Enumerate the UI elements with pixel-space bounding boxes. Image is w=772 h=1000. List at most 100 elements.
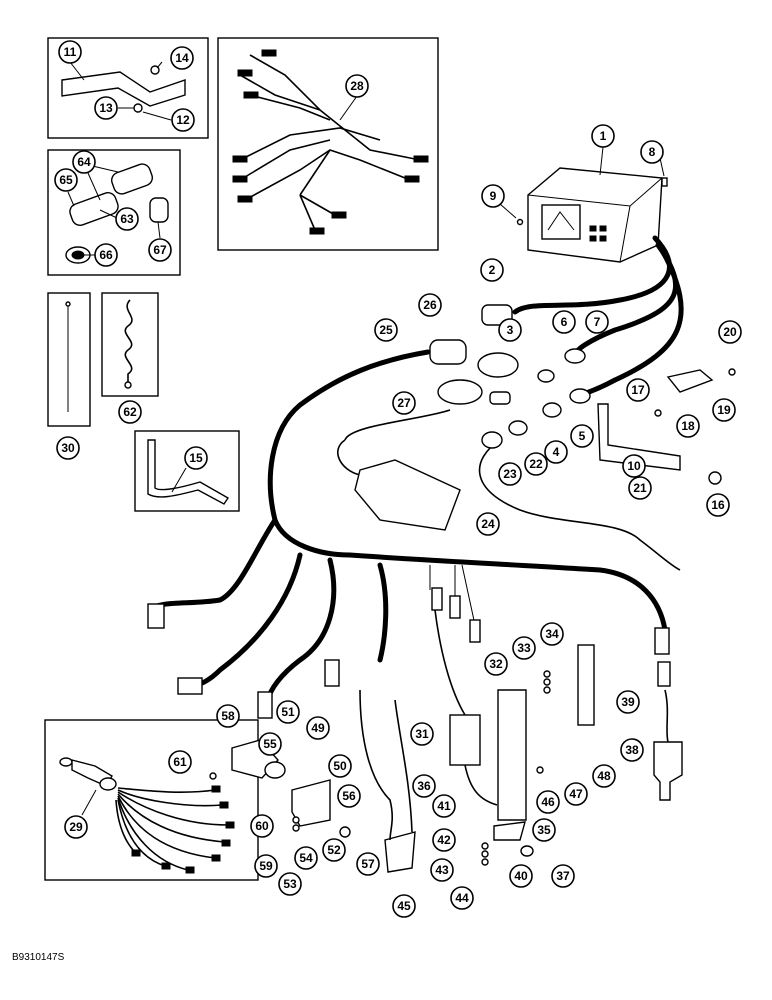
svg-text:13: 13 [99, 101, 113, 115]
callout-7: 7 [585, 310, 609, 334]
inset-connectors-63-67 [47, 149, 181, 276]
callout-58: 58 [216, 704, 240, 728]
callout-34: 34 [540, 622, 564, 646]
callout-2: 2 [480, 258, 504, 282]
callout-3: 3 [498, 318, 522, 342]
svg-text:36: 36 [417, 779, 431, 793]
svg-text:41: 41 [437, 799, 451, 813]
callout-61: 61 [168, 750, 192, 774]
svg-text:5: 5 [579, 429, 586, 443]
svg-text:47: 47 [569, 787, 583, 801]
callout-30: 30 [56, 436, 80, 460]
callout-38: 38 [620, 738, 644, 762]
svg-text:17: 17 [631, 383, 645, 397]
callout-18: 18 [676, 414, 700, 438]
svg-text:20: 20 [723, 325, 737, 339]
callout-24: 24 [476, 512, 500, 536]
callout-13: 13 [94, 96, 118, 120]
inset-cable-tie-30 [47, 292, 91, 427]
svg-text:15: 15 [189, 451, 203, 465]
callout-64: 64 [72, 150, 96, 174]
svg-text:40: 40 [514, 869, 528, 883]
svg-text:6: 6 [561, 315, 568, 329]
svg-text:57: 57 [361, 857, 375, 871]
svg-text:18: 18 [681, 419, 695, 433]
inset-harness-29 [44, 719, 259, 881]
svg-text:60: 60 [255, 819, 269, 833]
callout-31: 31 [410, 722, 434, 746]
svg-text:44: 44 [455, 891, 469, 905]
svg-text:25: 25 [379, 323, 393, 337]
callout-46: 46 [536, 790, 560, 814]
callout-33: 33 [512, 636, 536, 660]
svg-text:21: 21 [633, 481, 647, 495]
svg-text:1: 1 [600, 129, 607, 143]
svg-text:66: 66 [99, 248, 113, 262]
svg-text:14: 14 [175, 51, 189, 65]
callout-36: 36 [412, 774, 436, 798]
callout-60: 60 [250, 814, 274, 838]
callout-32: 32 [484, 652, 508, 676]
inset-bracket-15 [134, 430, 240, 512]
callout-62: 62 [118, 400, 142, 424]
svg-text:43: 43 [435, 863, 449, 877]
svg-text:2: 2 [489, 263, 496, 277]
callout-35: 35 [532, 818, 556, 842]
callout-19: 19 [712, 398, 736, 422]
svg-text:35: 35 [537, 823, 551, 837]
callout-52: 52 [322, 838, 346, 862]
svg-text:11: 11 [64, 45, 77, 59]
callout-19b-47: 47 [564, 782, 588, 806]
callout-40: 40 [509, 864, 533, 888]
svg-text:51: 51 [281, 705, 295, 719]
monitor-unit [499, 146, 668, 263]
svg-text:31: 31 [415, 727, 429, 741]
svg-text:19: 19 [717, 403, 731, 417]
svg-text:50: 50 [333, 759, 347, 773]
svg-text:64: 64 [77, 155, 91, 169]
callout-56: 56 [337, 784, 361, 808]
svg-text:37: 37 [556, 869, 570, 883]
callout-54: 54 [294, 846, 318, 870]
svg-text:45: 45 [397, 899, 411, 913]
svg-text:63: 63 [120, 212, 134, 226]
svg-text:67: 67 [153, 243, 167, 257]
callout-48: 48 [592, 764, 616, 788]
svg-text:48: 48 [597, 769, 611, 783]
callout-10: 10 [622, 454, 646, 478]
svg-text:32: 32 [489, 657, 503, 671]
svg-text:53: 53 [283, 877, 297, 891]
callout-14: 14 [170, 46, 194, 70]
callout-6: 6 [552, 310, 576, 334]
callout-11: 11 [58, 40, 82, 64]
callout-22: 22 [524, 452, 548, 476]
svg-text:58: 58 [221, 709, 235, 723]
callout-49: 49 [306, 716, 330, 740]
main-harness [147, 235, 684, 703]
inset-bracket-11 [47, 37, 209, 139]
callout-43: 43 [430, 858, 454, 882]
svg-text:22: 22 [529, 457, 543, 471]
svg-text:54: 54 [299, 851, 313, 865]
callout-65: 65 [54, 168, 78, 192]
callout-28: 28 [345, 74, 369, 98]
callout-27: 27 [392, 391, 416, 415]
svg-text:52: 52 [327, 843, 341, 857]
callout-4: 4 [544, 440, 568, 464]
svg-text:24: 24 [481, 517, 495, 531]
svg-text:28: 28 [350, 79, 364, 93]
callout-8: 8 [640, 140, 664, 164]
svg-text:8: 8 [649, 145, 656, 159]
callout-51: 51 [276, 700, 300, 724]
svg-text:56: 56 [342, 789, 356, 803]
callout-21: 21 [628, 476, 652, 500]
svg-text:16: 16 [711, 498, 725, 512]
callout-66: 66 [94, 243, 118, 267]
svg-text:10: 10 [627, 459, 641, 473]
callout-5: 5 [570, 424, 594, 448]
callout-50: 50 [328, 754, 352, 778]
svg-text:65: 65 [59, 173, 73, 187]
callout-23: 23 [498, 462, 522, 486]
callout-25: 25 [374, 318, 398, 342]
